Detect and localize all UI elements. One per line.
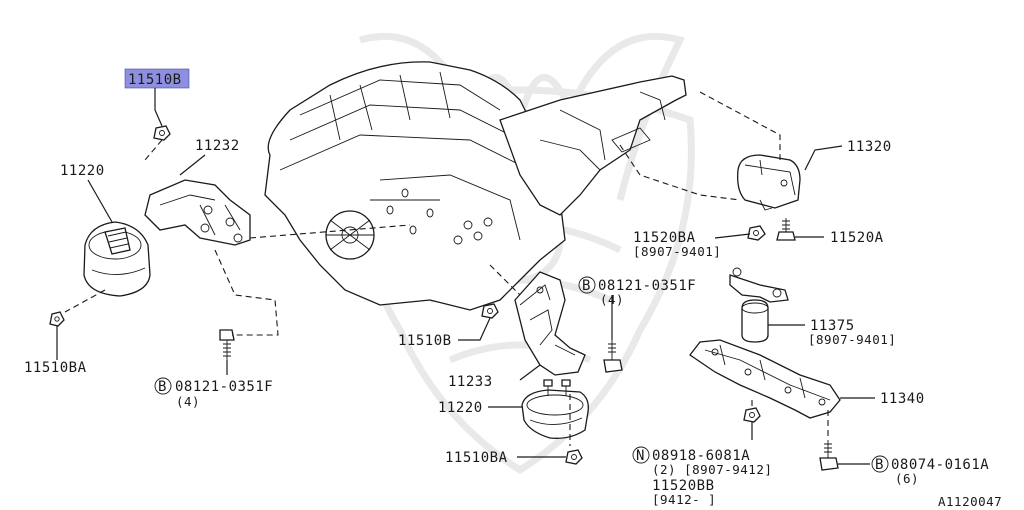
engine-mount-mid-icon — [521, 379, 589, 439]
label-11520bb-range: [9412- ] — [652, 492, 716, 507]
label-11232[interactable]: 11232 — [195, 138, 240, 154]
bolt-mid-callout: B 08121-0351F (4) — [578, 276, 696, 307]
nut-n-icon — [743, 407, 761, 423]
label-nut-qty-range: (2) [8907-9412] — [652, 462, 772, 477]
label-11220-left[interactable]: 11220 — [60, 163, 105, 179]
marker-n: N — [636, 448, 645, 464]
label-bolt-right-qty: (6) — [895, 471, 919, 486]
diagram-id: A1120047 — [938, 494, 1002, 509]
engine-block-icon — [264, 61, 566, 311]
label-11375-range: [8907-9401] — [808, 332, 896, 347]
nut-top-icon — [153, 125, 171, 141]
label-nut-code[interactable]: 08918-6081A — [652, 448, 750, 464]
label-11520ba[interactable]: 11520BA — [633, 230, 696, 246]
marker-b-left: B — [158, 379, 167, 395]
leader-lines — [56, 88, 875, 465]
bolt-mid-icon — [603, 340, 623, 373]
bolt-right-icon — [819, 440, 839, 471]
nut-mid-lower-icon — [565, 449, 583, 465]
label-bolt-mid-code[interactable]: 08121-0351F — [598, 278, 696, 294]
mount-bracket-11320-icon — [737, 154, 801, 211]
label-11510ba-left[interactable]: 11510BA — [24, 360, 87, 376]
label-11520a[interactable]: 11520A — [830, 230, 884, 246]
label-11320[interactable]: 11320 — [847, 139, 892, 155]
label-11520bb[interactable]: 11520BB — [652, 478, 715, 494]
nut-11520ba-icon — [747, 225, 766, 241]
label-11510b-top[interactable]: 11510B — [128, 72, 182, 88]
label-11375[interactable]: 11375 — [810, 318, 855, 334]
engine-mount-left-icon — [83, 221, 151, 297]
label-bolt-left-qty: (4) — [176, 394, 200, 409]
marker-b-right: B — [875, 457, 884, 473]
label-11510b-mid[interactable]: 11510B — [398, 333, 452, 349]
bolt-left-callout: B 08121-0351F (4) — [154, 377, 273, 409]
crossmember-11340-icon — [689, 339, 841, 419]
transmission-icon — [499, 75, 687, 216]
mount-bracket-11233-icon — [514, 271, 586, 376]
mount-bracket-11232-icon — [144, 179, 251, 246]
bolt-left-icon — [219, 329, 235, 360]
bolt-right-callout: B 08074-0161A (6) — [871, 455, 989, 486]
label-11340[interactable]: 11340 — [880, 391, 925, 407]
nut-left-icon — [49, 311, 65, 327]
label-11220-mid[interactable]: 11220 — [438, 400, 483, 416]
label-bolt-left-code[interactable]: 08121-0351F — [175, 379, 273, 395]
bolt-11520a-icon — [776, 218, 796, 241]
damper-11375-icon — [729, 267, 789, 343]
label-bolt-mid-qty: (4) — [600, 292, 624, 307]
label-11233[interactable]: 11233 — [448, 374, 493, 390]
nut-mid-icon — [481, 303, 499, 319]
dashed-guides — [64, 91, 829, 446]
nut-n-callout: N 08918-6081A (2) [8907-9412] 11520BB [9… — [632, 446, 772, 507]
label-11520ba-range: [8907-9401] — [633, 244, 721, 259]
label-bolt-right-code[interactable]: 08074-0161A — [891, 457, 989, 473]
highlight-box — [124, 68, 190, 89]
label-11510ba-mid[interactable]: 11510BA — [445, 450, 508, 466]
marker-b-mid: B — [582, 278, 591, 294]
